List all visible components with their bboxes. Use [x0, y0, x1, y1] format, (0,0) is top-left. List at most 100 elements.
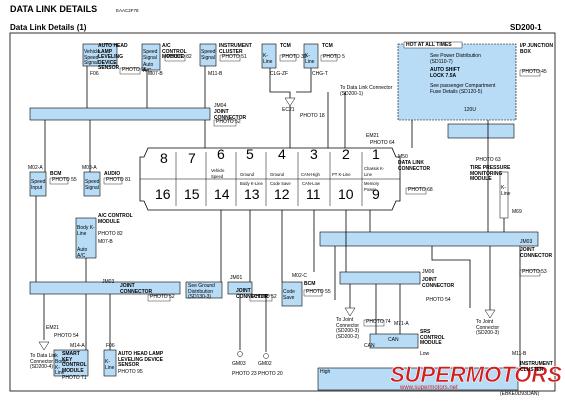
dlc-pin-number: 7 — [188, 150, 196, 166]
gm02-photo: PHOTO 20 — [258, 371, 283, 377]
audio-connector: M03-A — [82, 165, 97, 171]
dlc-pin-number: 2 — [342, 146, 350, 162]
tcm-left-connector: CLG-ZF — [270, 71, 289, 77]
section-code: SD200-1 — [510, 23, 542, 32]
jm06-photo: PHOTO 54 — [426, 297, 451, 303]
jm03-left-joint-bar — [29, 281, 181, 295]
ac-mid-name: A/C CONTROL MODULE — [98, 213, 133, 225]
photo-box — [103, 177, 123, 185]
jm03-left-photo: PHOTO 52 — [150, 294, 175, 300]
dlc-pin-label: Vehicle Speed — [211, 168, 225, 179]
bcm-left-connector: M02-A — [28, 165, 43, 171]
wires — [35, 66, 521, 368]
jm04-joint-bar — [29, 107, 211, 121]
can-label: CAN — [364, 343, 375, 349]
bcm-mid-connector: M02-C — [292, 273, 308, 279]
hot-at-all-times: HOT AT ALL TIMES — [406, 42, 452, 48]
photo-box — [213, 119, 237, 127]
tcm-right-photo: PHOTO 5 — [323, 54, 345, 60]
to-dlc-top-arrow — [284, 97, 296, 107]
auto-head-lamp-bottom-connector: F06 — [106, 343, 115, 349]
fuse-name: AUTO SHIFT LOCK 7.5A — [430, 67, 460, 79]
photo-box — [249, 294, 273, 302]
photo-box — [405, 187, 427, 195]
dlc-pin-number: 14 — [214, 186, 230, 202]
photo-box — [219, 54, 241, 62]
smart-key-name: SMART KEY CONTROL MODULE — [62, 351, 87, 374]
audio-pin: Speed Signal — [85, 179, 100, 191]
dlc-pin-label: PT K-Line — [332, 172, 351, 177]
to-joint-2: To Joint Connector (SD200-3) — [476, 319, 500, 336]
instrument-cluster-name: INSTRUMENT CLUSTER — [219, 43, 252, 55]
jm03-right-photo: PHOTO 53 — [522, 269, 547, 275]
dlc-connector-id: M50 — [398, 154, 408, 160]
srs-pin: CAN — [388, 337, 399, 343]
dlc-pin-label: Ground — [270, 172, 284, 177]
em21-left-photo: PHOTO 54 — [54, 333, 79, 339]
tcm-left-name: TCM — [280, 43, 291, 49]
bcm-left-box — [29, 171, 47, 197]
dlc-pin-separators — [175, 152, 363, 206]
to-joint-1: To Joint Connector (SD200-3) (SD200-2) — [336, 317, 360, 340]
ac-mid-photo: PHOTO 82 — [98, 231, 123, 237]
em21-left-label: EM21 — [46, 325, 60, 331]
ac-control-top-name: A/C CONTROL MODULE — [162, 43, 187, 60]
dlc-photo: PHOTO 68 — [408, 187, 433, 193]
srs-name: SRS CONTROL MODULE — [420, 329, 445, 346]
auto-head-lamp-top-box — [82, 43, 118, 67]
dlc-pin-number: 4 — [278, 146, 286, 162]
tcm-left-box — [261, 43, 277, 69]
photo-box — [519, 69, 541, 77]
ac-mid-pin: Body K-Line — [77, 225, 95, 237]
photo-box — [279, 54, 297, 62]
jm04-photo: PHOTO 52 — [216, 119, 241, 125]
to-joint-arrow-1 — [344, 307, 356, 317]
srs-connector: M71-A — [394, 321, 409, 327]
jm06-connector: JM06 — [422, 269, 435, 275]
instrument-cluster-pin: Speed Signal — [201, 49, 216, 61]
dlc-pin-number: 3 — [310, 146, 318, 162]
fuse-id: 120U — [464, 107, 476, 113]
ac-control-top-pin: Auto A/C — [143, 62, 154, 74]
auto-head-lamp-top-name: AUTO HEAD LAMP LEVELING DEVICE SENSOR — [98, 43, 128, 71]
dlc-pin-label: Code Save — [270, 181, 291, 186]
instrument-cluster-photo: PHOTO 51 — [222, 54, 247, 60]
bcm-left-photo: PHOTO 55 — [52, 177, 77, 183]
bcm-mid-pin: Code Save — [283, 289, 295, 301]
auto-head-lamp-bottom-photo: PHOTO 95 — [118, 369, 143, 375]
high-label: High — [320, 369, 331, 375]
tcm-left-photo: PHOTO 39 — [282, 54, 307, 60]
watermark-wordmark: SUPERMOTORS — [390, 362, 562, 387]
bcm-mid-photo: PHOTO 55 — [306, 289, 331, 295]
photo-box — [303, 289, 323, 297]
auto-head-lamp-top-connector: F06 — [90, 71, 99, 77]
tpms-connector: M69 — [512, 209, 522, 215]
jm06-name: JOINT CONNECTOR — [422, 277, 455, 289]
photo-box — [320, 54, 338, 62]
jm06-joint-bar — [339, 271, 421, 285]
to-joint-arrow-2 — [484, 309, 496, 319]
dlc-pin-number: 6 — [217, 146, 225, 162]
srs-photo: PHOTO 74 — [366, 319, 391, 325]
photo-box — [363, 319, 385, 327]
page-title-code: EAAC2F78 — [116, 8, 139, 13]
to-dlc-left-arrow — [38, 341, 50, 351]
jm03-right-connector: JM03 — [520, 239, 533, 245]
bcm-left-name: BCM — [50, 171, 62, 177]
auto-head-lamp-top-photo: PHOTO 95 — [122, 67, 147, 73]
jm03-right-name: JOINT CONNECTOR — [520, 247, 553, 259]
em21-top-label: EM21 — [366, 133, 380, 139]
bcm-left-pin: Speed Input — [31, 179, 46, 191]
dlc-pin-number: 8 — [160, 150, 168, 166]
instrument-cluster-connector: M11-B — [208, 71, 223, 77]
footer-code: (EBKE0D93DAN) — [500, 391, 540, 397]
dlc-pin-number: 1 — [372, 146, 380, 162]
gm03-name: GM03 — [232, 361, 246, 367]
ac-control-top-connector: M07-B — [148, 71, 163, 77]
dlc-pin-label: Memory Power — [364, 181, 380, 192]
fuse-note-1: See Power Distribution (SD110-7) — [430, 53, 481, 65]
tpms-strip — [447, 123, 515, 139]
auto-head-lamp-bottom-name: AUTO HEAD LAMP LEVELING DEVICE SENSOR — [118, 351, 164, 368]
auto-head-lamp-bottom-pin: K-Line — [105, 359, 115, 371]
jm03-left-name: JOINT CONNECTOR — [120, 283, 153, 295]
